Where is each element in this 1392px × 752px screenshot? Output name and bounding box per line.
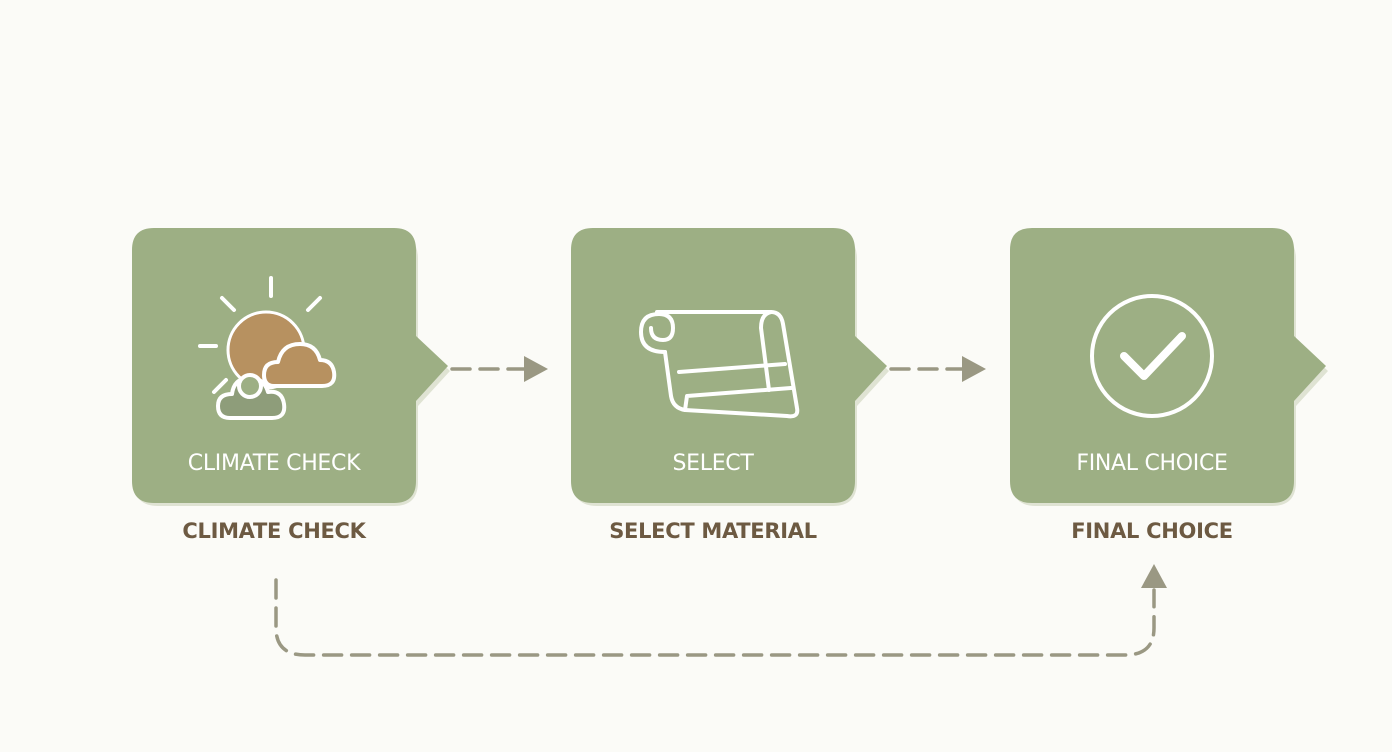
arrowhead-to-final bbox=[962, 356, 986, 382]
fabric-roll-icon bbox=[639, 310, 800, 419]
check-circle-icon bbox=[1090, 294, 1214, 418]
step-caption-select-material: SELECT MATERIAL bbox=[609, 519, 817, 543]
step-caption-climate-check: CLIMATE CHECK bbox=[182, 519, 366, 543]
step-card bbox=[1010, 228, 1328, 506]
arrowhead-to-select bbox=[524, 356, 548, 382]
arrowhead-bypass-up bbox=[1141, 564, 1167, 588]
step-inner-label: FINAL CHOICE bbox=[1076, 451, 1228, 476]
step-caption-final-choice: FINAL CHOICE bbox=[1071, 519, 1233, 543]
step-climate-check: CLIMATE CHECK bbox=[132, 228, 450, 506]
step-select-material: SELECT bbox=[571, 228, 889, 506]
sun-cloud-icon bbox=[198, 276, 337, 420]
step-inner-label: CLIMATE CHECK bbox=[187, 451, 361, 476]
step-final-choice: FINAL CHOICE bbox=[1010, 228, 1328, 506]
connector-climate-to-final-bypass bbox=[274, 578, 1156, 657]
step-card bbox=[571, 228, 889, 506]
step-inner-label: SELECT bbox=[672, 451, 754, 476]
